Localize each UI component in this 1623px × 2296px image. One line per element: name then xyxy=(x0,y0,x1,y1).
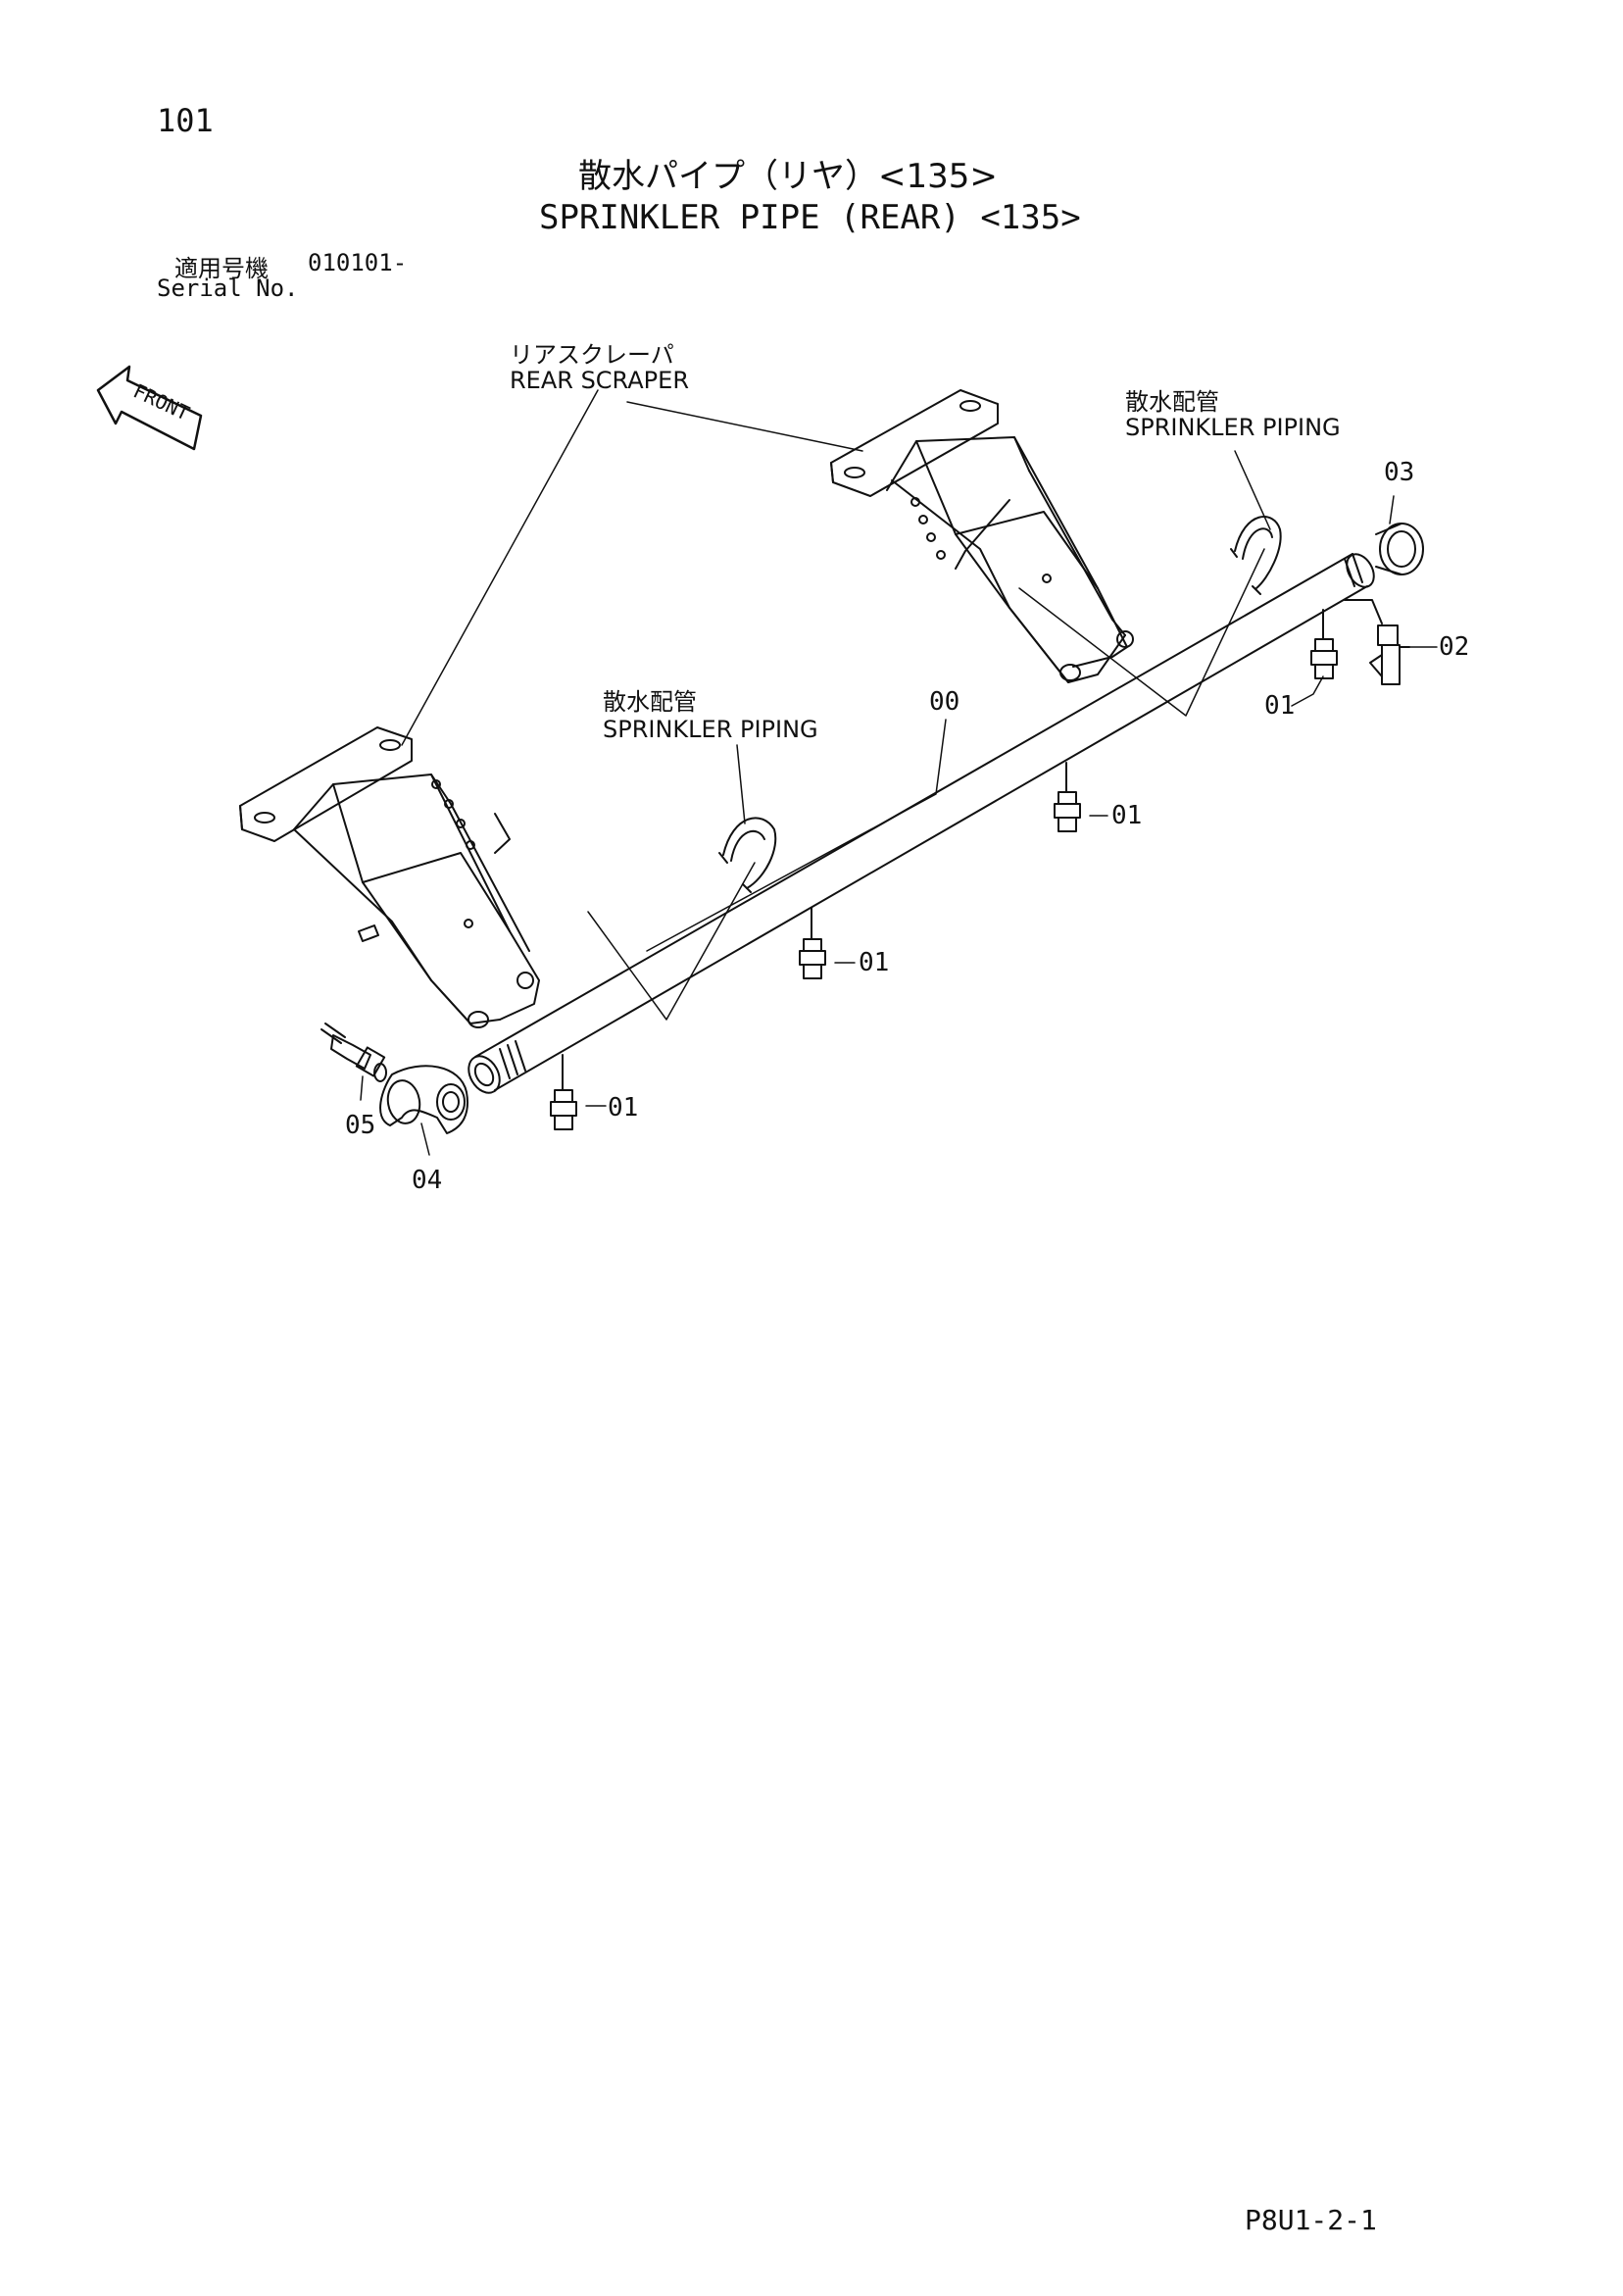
sprinkler-piping-left-label-ja: 散水配管 xyxy=(603,688,697,716)
nozzle-fitting-2 xyxy=(799,907,826,979)
rear-scraper-bracket-left xyxy=(239,726,540,1028)
main-sprinkler-pipe xyxy=(467,553,1375,1094)
part-number-02: 02 xyxy=(1439,632,1469,662)
part-number-04: 04 xyxy=(412,1166,442,1195)
front-arrow-icon: FRONT xyxy=(96,365,203,451)
nozzle-fitting-4 xyxy=(1310,609,1338,679)
pipe-cap xyxy=(1375,523,1424,575)
sprinkler-piping-u-left xyxy=(718,817,777,893)
pipe-elbow xyxy=(379,1065,468,1134)
part-number-05: 05 xyxy=(345,1111,375,1140)
serial-label-japanese: 適用号機 xyxy=(174,255,269,282)
title-japanese: 散水パイプ（リヤ）<135> xyxy=(578,157,998,196)
serial-label-english: Serial No. xyxy=(157,275,299,302)
part-number-00: 00 xyxy=(929,687,959,717)
part-number-01-c: 01 xyxy=(859,948,889,977)
part-number-01-a: 01 xyxy=(1264,691,1295,721)
title-english: SPRINKLER PIPE (REAR) <135> xyxy=(539,198,1081,237)
sprinkler-piping-left-label-en: SPRINKLER PIPING xyxy=(603,716,818,743)
rear-scraper-label-ja: リアスクレーパ xyxy=(510,341,674,369)
nozzle-fitting-1 xyxy=(550,1054,577,1130)
sprinkler-piping-right-label-en: SPRINKLER PIPING xyxy=(1125,414,1341,441)
sprinkler-piping-right-label-ja: 散水配管 xyxy=(1125,388,1219,416)
part-number-01-d: 01 xyxy=(608,1093,638,1123)
hose-nipple xyxy=(320,1023,387,1082)
rear-scraper-label-en: REAR SCRAPER xyxy=(510,367,689,394)
drain-cock xyxy=(1344,599,1410,685)
rear-scraper-bracket-right xyxy=(830,389,1134,683)
sprinkler-piping-u-right xyxy=(1230,516,1282,595)
page-number: 101 xyxy=(157,102,214,139)
part-number-03: 03 xyxy=(1384,458,1414,487)
front-arrow-label: FRONT xyxy=(129,378,193,424)
nozzle-fitting-3 xyxy=(1054,762,1081,832)
figure-code: P8U1-2-1 xyxy=(1245,2204,1377,2236)
leader-lines xyxy=(360,389,1438,1156)
part-number-01-b: 01 xyxy=(1111,801,1142,830)
serial-value: 010101- xyxy=(308,249,408,276)
